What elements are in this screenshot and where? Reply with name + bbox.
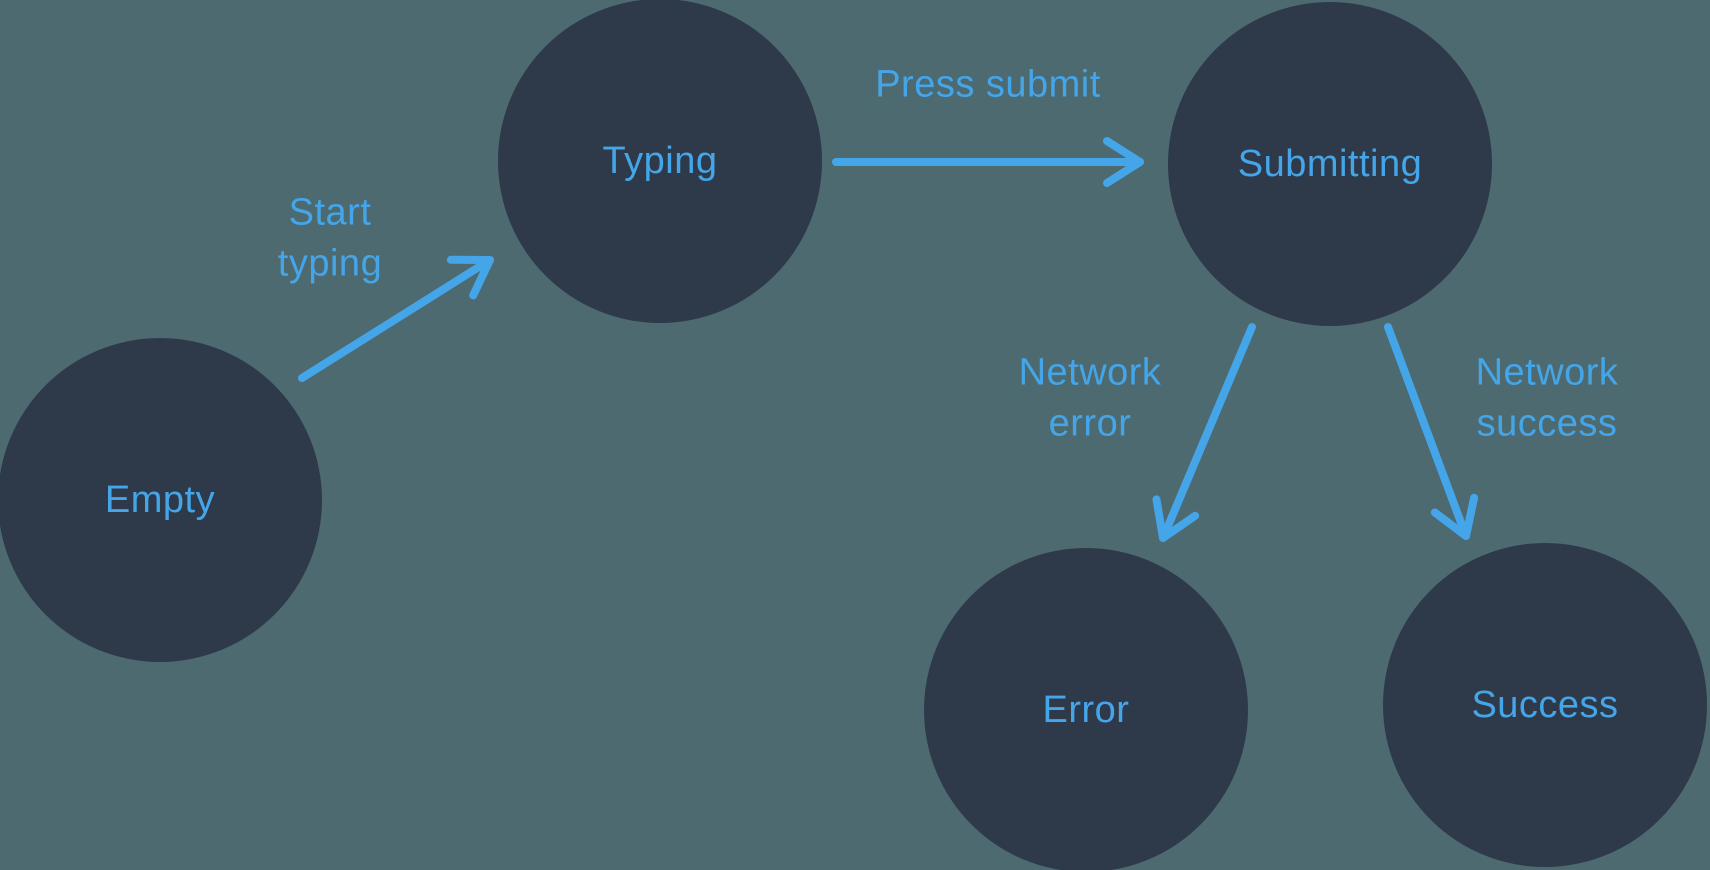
state-node-empty: Empty — [0, 338, 322, 662]
state-node-typing: Typing — [498, 0, 822, 323]
state-label-submitting: Submitting — [1237, 142, 1423, 185]
transition-arrow-network-success — [1384, 323, 1479, 540]
state-node-submitting: Submitting — [1168, 2, 1492, 326]
state-label-typing: Typing — [602, 139, 718, 182]
transition-arrow-network-error — [1152, 323, 1256, 542]
state-node-success: Success — [1383, 543, 1707, 867]
state-node-error: Error — [924, 548, 1248, 870]
transition-label-start-typing: Start typing — [277, 191, 383, 284]
transition-label-network-error: Network error — [1018, 351, 1162, 444]
state-label-empty: Empty — [104, 478, 216, 521]
state-label-error: Error — [1042, 688, 1130, 731]
transition-label-network-success: Network success — [1475, 351, 1619, 444]
transition-arrow-start-typing — [298, 255, 494, 382]
transition-label-press-submit: Press submit — [875, 63, 1101, 106]
state-label-success: Success — [1471, 683, 1619, 726]
